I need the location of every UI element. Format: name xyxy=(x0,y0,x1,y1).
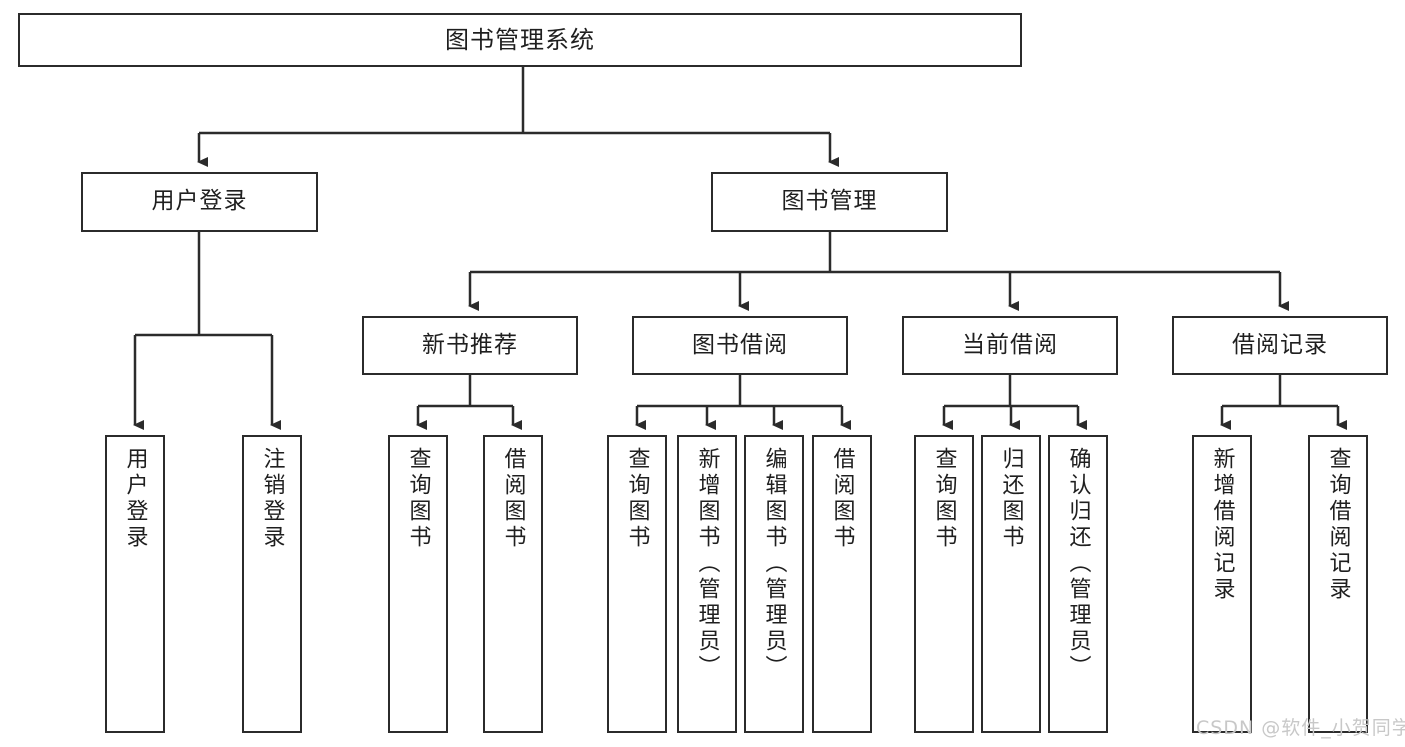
node-borrow-record[interactable]: 借阅记录 xyxy=(1172,316,1388,375)
csdn-watermark: CSDN @软件_小贺同学 xyxy=(1196,717,1405,739)
leaf-borrow-edit-book-admin[interactable]: 编辑图书（管理员） xyxy=(744,435,804,733)
node-label: 注销登录 xyxy=(259,447,285,551)
node-label: 借阅图书 xyxy=(500,447,526,551)
leaf-newbook-borrow-book[interactable]: 借阅图书 xyxy=(483,435,543,733)
node-label: 图书借阅 xyxy=(692,331,788,358)
node-label: 查询图书 xyxy=(405,447,431,551)
node-label: 用户登录 xyxy=(151,188,248,215)
node-label: 查询图书 xyxy=(931,447,957,551)
leaf-record-add-record[interactable]: 新增借阅记录 xyxy=(1192,435,1252,733)
node-label: 查询图书 xyxy=(624,447,650,551)
node-label: 归还图书 xyxy=(998,447,1024,551)
node-label: 借阅记录 xyxy=(1232,331,1328,358)
node-book-borrow[interactable]: 图书借阅 xyxy=(632,316,848,375)
leaf-user-logout[interactable]: 注销登录 xyxy=(242,435,302,733)
node-user-login[interactable]: 用户登录 xyxy=(81,172,318,232)
node-label: 新增图书（管理员） xyxy=(694,447,720,681)
node-label: 借阅图书 xyxy=(829,447,855,551)
node-book-management[interactable]: 图书管理 xyxy=(711,172,948,232)
leaf-borrow-borrow-book[interactable]: 借阅图书 xyxy=(812,435,872,733)
node-label: 编辑图书（管理员） xyxy=(761,447,787,681)
node-new-book-recommend[interactable]: 新书推荐 xyxy=(362,316,578,375)
leaf-borrow-query-book[interactable]: 查询图书 xyxy=(607,435,667,733)
leaf-record-query-record[interactable]: 查询借阅记录 xyxy=(1308,435,1368,733)
node-label: 查询借阅记录 xyxy=(1325,447,1351,603)
leaf-current-confirm-return-admin[interactable]: 确认归还（管理员） xyxy=(1048,435,1108,733)
node-label: 新书推荐 xyxy=(422,331,518,358)
node-label: 当前借阅 xyxy=(962,331,1058,358)
leaf-user-login[interactable]: 用户登录 xyxy=(105,435,165,733)
node-current-borrow[interactable]: 当前借阅 xyxy=(902,316,1118,375)
node-label: 用户登录 xyxy=(122,447,148,551)
leaf-borrow-add-book-admin[interactable]: 新增图书（管理员） xyxy=(677,435,737,733)
node-label: 图书管理系统 xyxy=(445,25,595,54)
leaf-current-return-book[interactable]: 归还图书 xyxy=(981,435,1041,733)
leaf-newbook-query-book[interactable]: 查询图书 xyxy=(388,435,448,733)
node-label: 图书管理 xyxy=(781,188,878,215)
leaf-current-query-book[interactable]: 查询图书 xyxy=(914,435,974,733)
node-label: 确认归还（管理员） xyxy=(1065,447,1091,681)
node-label: 新增借阅记录 xyxy=(1209,447,1235,603)
node-root-system[interactable]: 图书管理系统 xyxy=(18,13,1022,67)
